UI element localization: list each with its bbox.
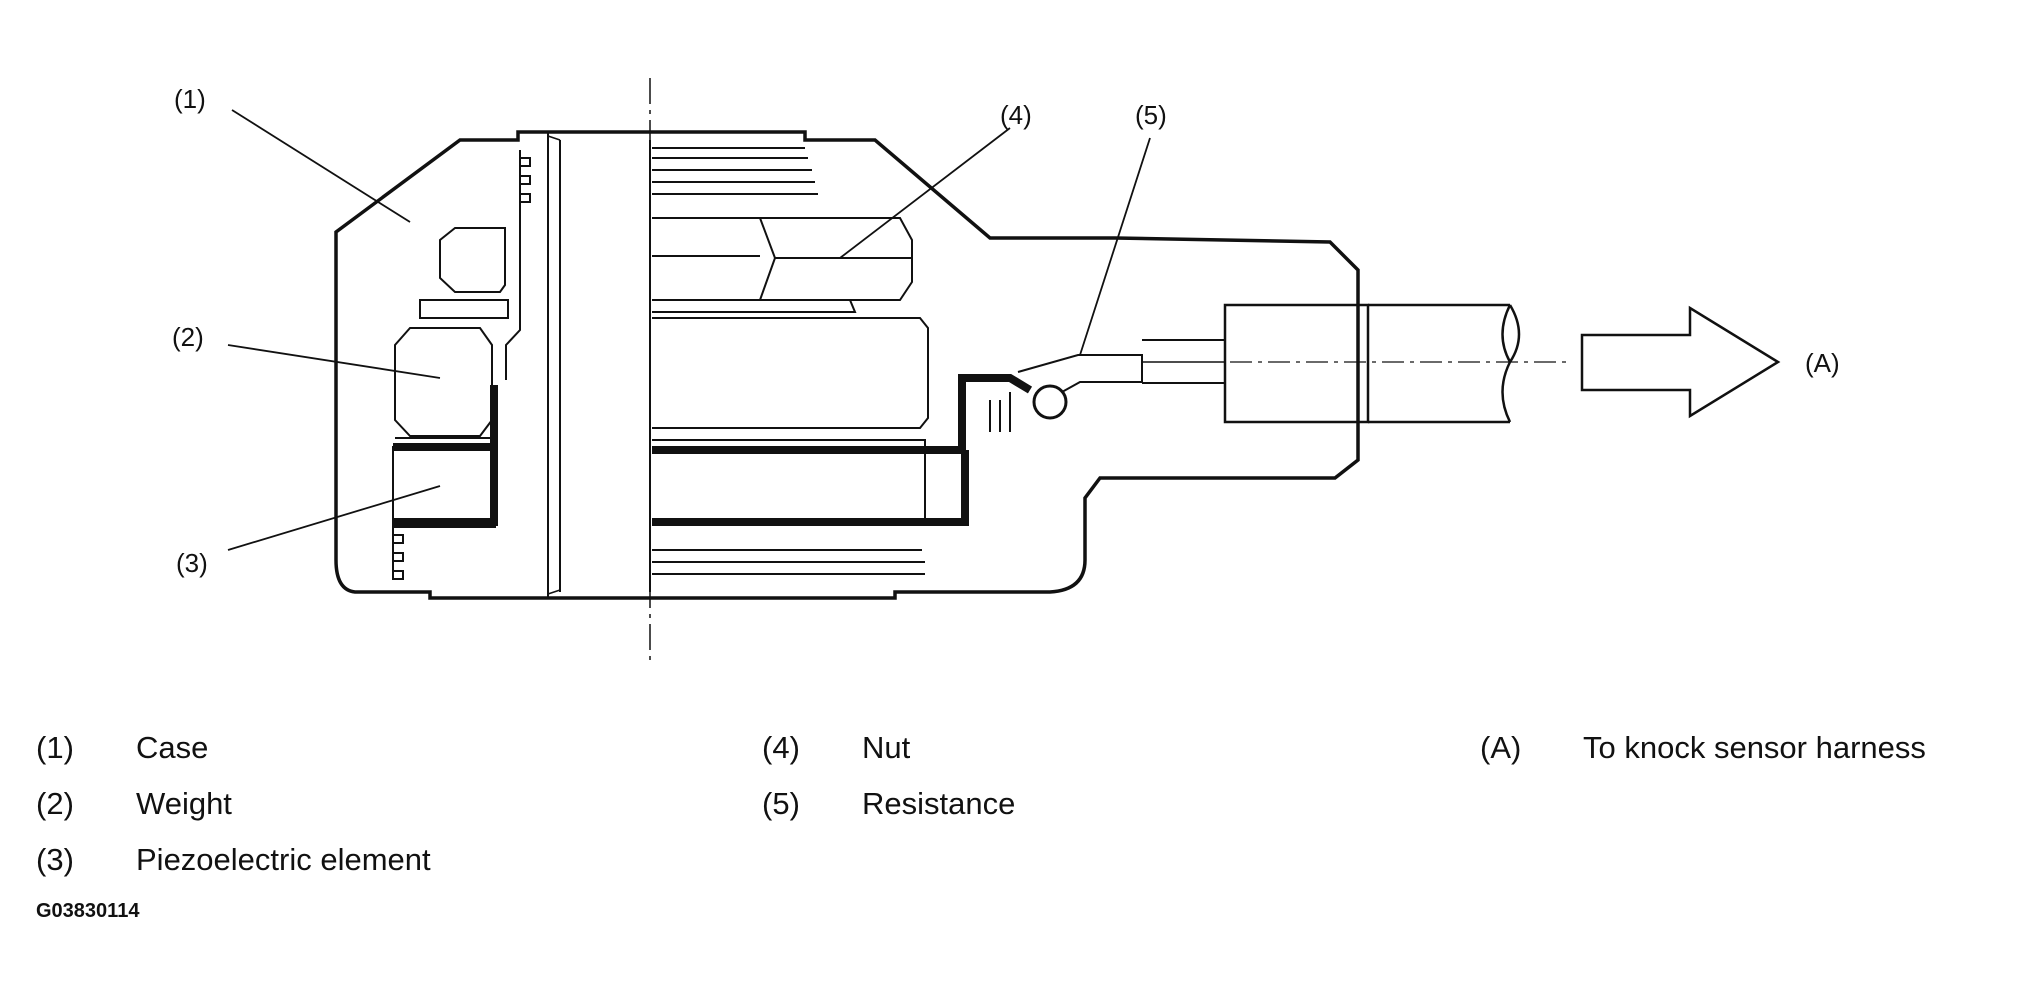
legend-key: (1) (36, 730, 74, 765)
thread-upper (652, 147, 818, 195)
leader-lines (227, 109, 1151, 551)
cable (1368, 303, 1521, 424)
resistance-ring (1032, 384, 1068, 420)
legend-key: (5) (762, 786, 800, 821)
legend-label: Piezoelectric element (136, 842, 431, 877)
callout-1: (1) (174, 84, 206, 114)
left-upper-nut (439, 227, 506, 293)
legend-label: Nut (862, 730, 911, 765)
legend-label: Case (136, 730, 209, 765)
thread-lower (652, 549, 925, 575)
callout-a: (A) (1805, 348, 1840, 378)
figure-code: G03830114 (36, 900, 140, 922)
resistance-clip (989, 392, 1011, 432)
callout-3: (3) (176, 548, 208, 578)
direction-arrow (1580, 305, 1781, 419)
right-nut (652, 217, 913, 301)
stud-left (547, 132, 651, 598)
case-notches-top (519, 150, 531, 210)
legend-key: (2) (36, 786, 74, 821)
cable-sleeve (1223, 303, 1370, 424)
electrode-left (393, 385, 498, 526)
legend-label: To knock sensor harness (1583, 730, 1926, 765)
weight-block (394, 327, 493, 437)
left-washer (419, 299, 509, 319)
legend-key: (3) (36, 842, 74, 877)
electrode-right-bottom (652, 450, 969, 526)
piezo-element (392, 446, 496, 528)
callout-4: (4) (1000, 100, 1032, 130)
case-outline (334, 130, 1360, 600)
legend-label: Weight (136, 786, 232, 821)
legend-key: (A) (1480, 730, 1522, 765)
case-notches-bottom (392, 527, 404, 580)
inner-wall (505, 210, 521, 380)
callout-2: (2) (172, 322, 204, 352)
callout-5: (5) (1135, 100, 1167, 130)
legend-key: (4) (762, 730, 800, 765)
lead-wire (1017, 339, 1226, 393)
right-washer (652, 299, 857, 313)
electrode-right (652, 374, 1033, 454)
legend-label: Resistance (862, 786, 1016, 821)
right-body (652, 317, 929, 429)
